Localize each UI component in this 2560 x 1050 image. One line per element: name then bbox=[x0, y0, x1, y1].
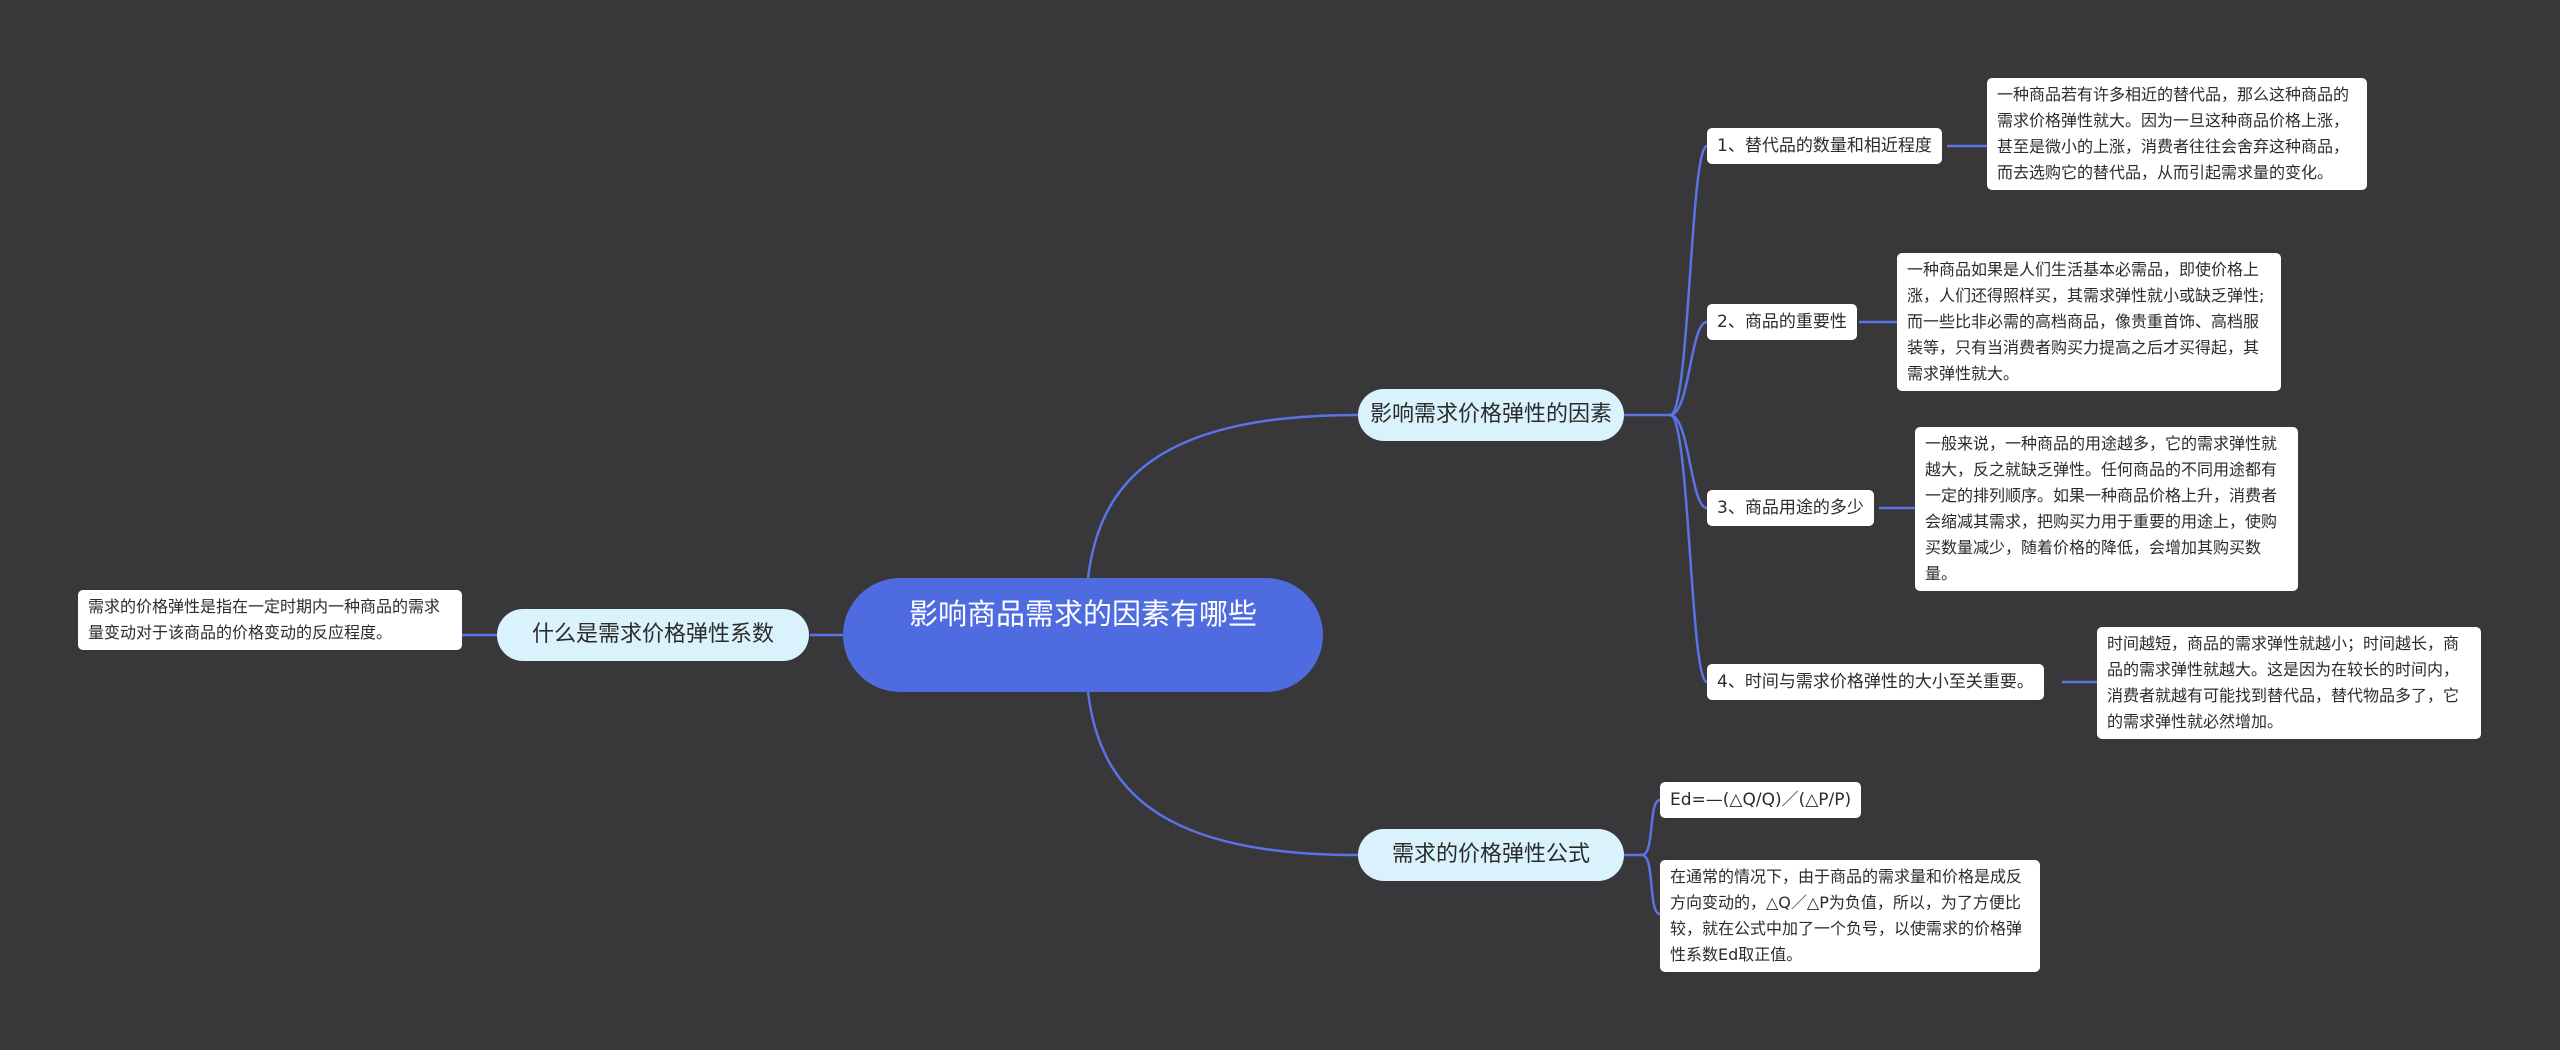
root-topic[interactable]: 影响商品需求的因素有哪些 bbox=[843, 578, 1323, 692]
factor-detail-2-text: 一种商品如果是人们生活基本必需品，即使价格上涨，人们还得照样买，其需求弹性就小或… bbox=[1907, 260, 2265, 383]
formula-note[interactable]: 在通常的情况下，由于商品的需求量和价格是成反方向变动的，△Q／△P为负值，所以，… bbox=[1660, 860, 2040, 972]
connector-factor-2 bbox=[1669, 320, 1708, 417]
factor-detail-4-text: 时间越短，商品的需求弹性就越小；时间越长，商品的需求弹性就越大。这是因为在较长的… bbox=[2107, 634, 2460, 731]
factor-item-2-label: 2、商品的重要性 bbox=[1717, 312, 1847, 332]
connector-factor-1 bbox=[1668, 144, 1709, 417]
root-title: 影响商品需求的因素有哪些 bbox=[908, 597, 1257, 631]
factor-detail-2[interactable]: 一种商品如果是人们生活基本必需品，即使价格上涨，人们还得照样买，其需求弹性就小或… bbox=[1897, 253, 2281, 391]
branch-factors-label: 影响需求价格弹性的因素 bbox=[1369, 402, 1612, 427]
connector-root-factors bbox=[1086, 413, 1359, 579]
formula-expression-text: Ed=—(△Q/Q)／(△P/P) bbox=[1670, 790, 1852, 810]
factor-item-3[interactable]: 3、商品用途的多少 bbox=[1707, 490, 1874, 526]
branch-definition[interactable]: 什么是需求价格弹性系数 bbox=[497, 609, 809, 661]
connector-factor-3 bbox=[1669, 413, 1708, 510]
connector-formula-1 bbox=[1641, 798, 1661, 857]
branch-formula[interactable]: 需求的价格弹性公式 bbox=[1358, 829, 1624, 881]
formula-note-text: 在通常的情况下，由于商品的需求量和价格是成反方向变动的，△Q／△P为负值，所以，… bbox=[1670, 867, 2023, 964]
factor-item-4-label: 4、时间与需求价格弹性的大小至关重要。 bbox=[1717, 672, 2034, 692]
factor-item-3-label: 3、商品用途的多少 bbox=[1717, 498, 1864, 518]
branch-factors[interactable]: 影响需求价格弹性的因素 bbox=[1358, 389, 1624, 441]
formula-expression[interactable]: Ed=—(△Q/Q)／(△P/P) bbox=[1660, 782, 1862, 818]
factor-detail-3[interactable]: 一般来说，一种商品的用途越多，它的需求弹性就越大，反之就缺乏弹性。任何商品的不同… bbox=[1915, 427, 2298, 591]
definition-leaf[interactable]: 需求的价格弹性是指在一定时期内一种商品的需求量变动对于该商品的价格变动的反应程度… bbox=[78, 590, 462, 650]
connector-root-formula bbox=[1086, 691, 1359, 857]
branch-formula-label: 需求的价格弹性公式 bbox=[1391, 842, 1590, 867]
definition-leaf-text: 需求的价格弹性是指在一定时期内一种商品的需求量变动对于该商品的价格变动的反应程度… bbox=[88, 597, 441, 642]
connector-formula-2 bbox=[1641, 853, 1661, 916]
factor-item-1-label: 1、替代品的数量和相近程度 bbox=[1717, 136, 1932, 156]
connector-factor-4 bbox=[1669, 413, 1709, 684]
factor-item-4[interactable]: 4、时间与需求价格弹性的大小至关重要。 bbox=[1707, 664, 2044, 700]
factor-detail-1-text: 一种商品若有许多相近的替代品，那么这种商品的需求价格弹性就大。因为一旦这种商品价… bbox=[1997, 85, 2350, 182]
factor-item-2[interactable]: 2、商品的重要性 bbox=[1707, 304, 1857, 340]
branch-definition-label: 什么是需求价格弹性系数 bbox=[531, 622, 774, 647]
factor-detail-4[interactable]: 时间越短，商品的需求弹性就越小；时间越长，商品的需求弹性就越大。这是因为在较长的… bbox=[2097, 627, 2481, 739]
factor-detail-1[interactable]: 一种商品若有许多相近的替代品，那么这种商品的需求价格弹性就大。因为一旦这种商品价… bbox=[1987, 78, 2367, 190]
factor-detail-3-text: 一般来说，一种商品的用途越多，它的需求弹性就越大，反之就缺乏弹性。任何商品的不同… bbox=[1925, 434, 2278, 583]
factor-item-1[interactable]: 1、替代品的数量和相近程度 bbox=[1707, 128, 1942, 164]
